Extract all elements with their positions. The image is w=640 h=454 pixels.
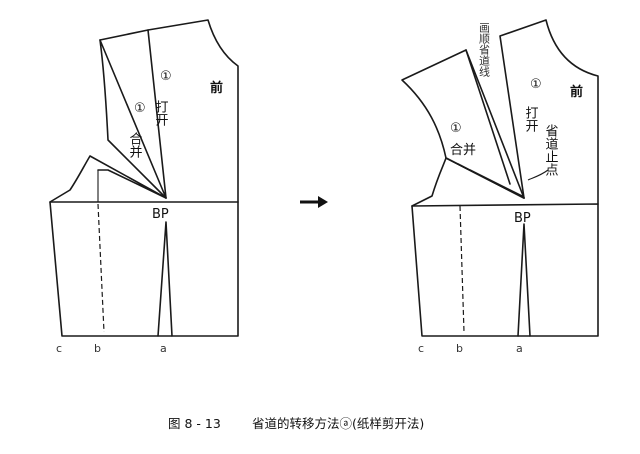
left-label-a: a — [160, 342, 167, 355]
left-label-c: c — [56, 342, 62, 355]
left-label-close-num: ① — [134, 101, 146, 116]
right-label-front: 前 — [570, 84, 583, 100]
right-pattern: 画顺省道线 前 ① 打开 ① 合并 省道止点 BP c b a — [401, 19, 599, 355]
right-label-open-num: ① — [530, 77, 542, 92]
right-label-smooth-line: 画顺省道线 — [478, 22, 491, 77]
left-upper-panel — [99, 29, 167, 199]
left-pattern: 前 ① 打开 ① 合并 BP c b a — [49, 19, 239, 355]
right-dart-legs — [457, 49, 525, 199]
right-lower-panel — [411, 203, 599, 337]
left-label-b: b — [94, 342, 101, 355]
caption-title: 省道的转移方法ⓐ(纸样剪开法) — [252, 416, 424, 431]
left-label-front: 前 — [210, 80, 223, 96]
left-label-open-num: ① — [160, 69, 172, 84]
right-label-open: 打开 — [523, 106, 539, 132]
right-label-c: c — [418, 342, 424, 355]
right-front-panel — [499, 19, 599, 205]
right-label-b: b — [456, 342, 463, 355]
left-front-panel — [147, 19, 239, 203]
left-label-bp: BP — [152, 207, 169, 222]
right-label-dart-end: 省道止点 — [543, 124, 559, 176]
left-dart-edge — [99, 39, 167, 199]
left-line-b — [97, 203, 105, 333]
right-line-b — [459, 205, 465, 333]
left-side-piece — [49, 155, 167, 203]
right-side-piece — [411, 157, 525, 207]
left-label-close: 合并 — [127, 132, 143, 159]
right-label-a: a — [516, 342, 523, 355]
caption-figure-number: 图 8 - 13 — [168, 416, 221, 431]
right-waist-dart — [517, 223, 531, 337]
right-label-bp: BP — [514, 211, 531, 226]
figure-caption: 图 8 - 13 省道的转移方法ⓐ(纸样剪开法) — [168, 416, 424, 431]
right-arrow-icon — [300, 196, 328, 208]
right-label-close-num: ① — [450, 121, 462, 136]
right-label-close: 合并 — [450, 143, 476, 158]
right-dart-end-pointer — [527, 169, 549, 181]
left-label-open-1: 打开 — [153, 100, 169, 126]
left-lower-panel — [49, 201, 239, 337]
left-waist-dart — [157, 221, 173, 337]
